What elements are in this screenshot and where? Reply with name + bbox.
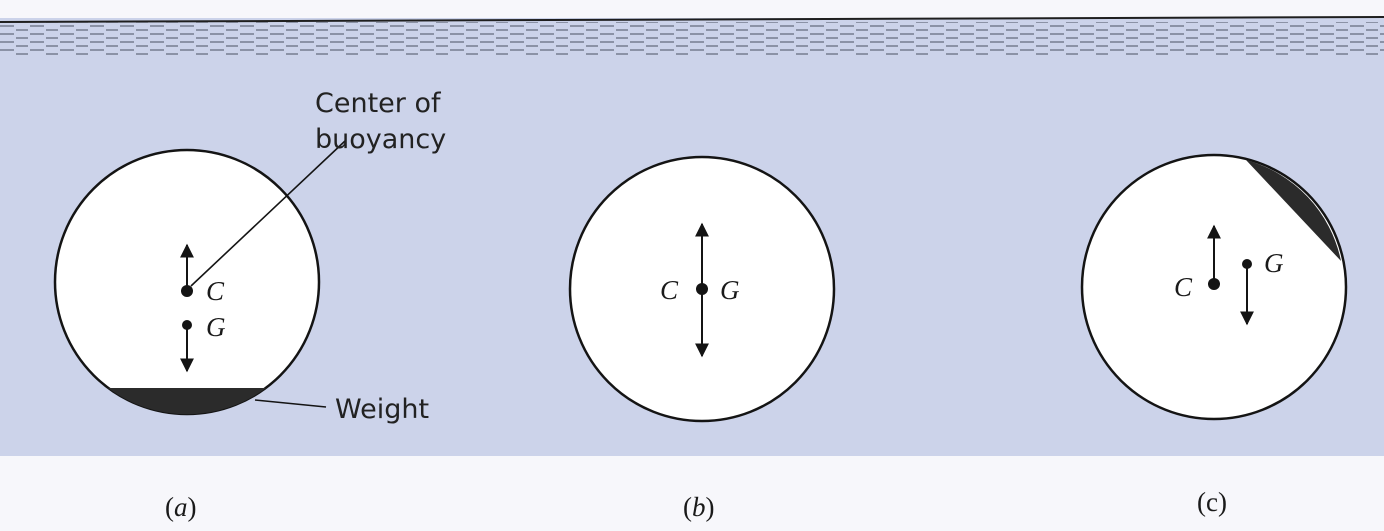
g-label-b: G bbox=[720, 275, 740, 305]
center-of-buoyancy-point-a bbox=[181, 285, 193, 297]
panel-c: C G bbox=[1080, 153, 1348, 421]
c-label-a: C bbox=[206, 276, 225, 306]
water-surface-waves bbox=[0, 22, 1384, 56]
center-of-buoyancy-label: Center of buoyancy bbox=[315, 88, 449, 155]
weight-leader-line bbox=[254, 399, 327, 408]
water-surface-line bbox=[0, 16, 1384, 23]
center-of-buoyancy-point-c bbox=[1208, 278, 1220, 290]
panel-b: C G bbox=[568, 155, 836, 423]
weight-a bbox=[108, 388, 266, 415]
buoyancy-leader-line bbox=[190, 140, 346, 287]
g-label-c: G bbox=[1264, 248, 1284, 278]
caption-b: (b) bbox=[683, 492, 715, 522]
caption-c: (c) bbox=[1197, 487, 1227, 517]
c-label-b: C bbox=[660, 275, 679, 305]
center-point-b bbox=[696, 283, 708, 295]
panel-a: C G Center of buoyancy Weight bbox=[53, 88, 449, 425]
c-label-c: C bbox=[1174, 272, 1193, 302]
g-label-a: G bbox=[206, 312, 226, 342]
center-of-gravity-point-c bbox=[1242, 259, 1252, 269]
caption-a: (a) bbox=[165, 492, 197, 522]
weight-c bbox=[1246, 160, 1341, 261]
center-of-gravity-point-a bbox=[182, 320, 192, 330]
weight-label: Weight bbox=[335, 394, 429, 425]
